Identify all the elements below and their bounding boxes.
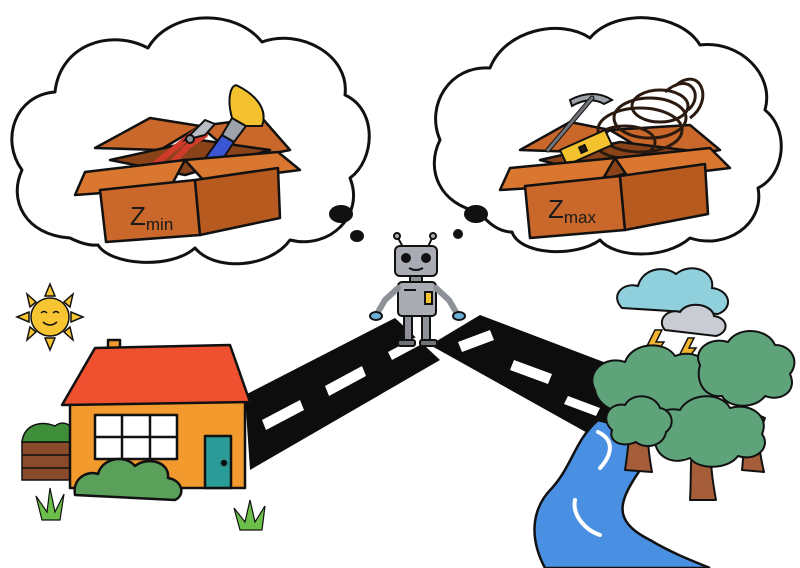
box-zmax-label: Zmax [548, 194, 597, 227]
box-zmin-label: Zmin [130, 201, 173, 234]
fence [21, 422, 76, 481]
robot-icon [369, 232, 466, 347]
storm-cloud-icon [616, 267, 729, 338]
sun-icon [15, 282, 85, 352]
forest-icon [591, 330, 796, 501]
box-zmax-front [498, 146, 732, 240]
thought-bubbles-right [453, 205, 488, 239]
level-icon [558, 128, 614, 167]
house-icon [60, 338, 252, 502]
box-zmin-front [73, 150, 302, 244]
road-right [430, 315, 630, 440]
rope-icon [593, 77, 705, 160]
grass-tufts [35, 487, 266, 531]
thought-bubbles-left [329, 205, 364, 242]
pickaxe-icon [545, 93, 614, 153]
